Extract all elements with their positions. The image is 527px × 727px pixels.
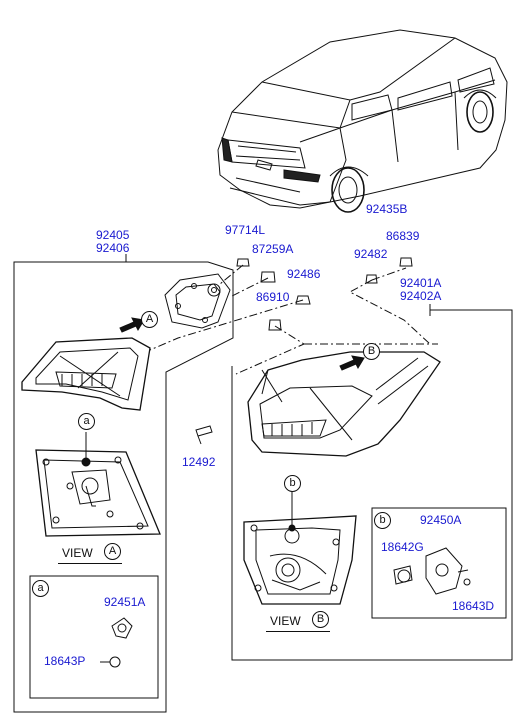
callout-B-arrow: B	[363, 343, 380, 360]
part-number-18643P[interactable]: 18643P	[44, 654, 86, 668]
part-number-86839[interactable]: 86839	[386, 229, 420, 243]
view-b-callout: B	[312, 611, 329, 628]
left-group-frame	[13, 254, 234, 713]
view-a-callout: A	[104, 543, 121, 560]
right-group-frame	[231, 304, 513, 661]
fasteners	[195, 257, 413, 445]
part-number-97714L[interactable]: 97714L	[225, 223, 266, 237]
arrow-a	[119, 317, 145, 333]
part-number-92435B[interactable]: 92435B	[366, 202, 408, 216]
view-b-text: VIEW	[270, 614, 301, 628]
part-number-92451A[interactable]: 92451A	[104, 595, 146, 609]
callout-A-arrow: A	[141, 311, 158, 328]
part-number-92486[interactable]: 92486	[287, 267, 321, 281]
detail-box-a	[29, 575, 159, 699]
view-b-label: VIEW	[270, 614, 301, 628]
inner-tail-lamp-left	[21, 337, 151, 411]
part-number-92406[interactable]: 92406	[96, 241, 130, 255]
part-number-18643D[interactable]: 18643D	[452, 599, 495, 613]
part-number-12492[interactable]: 12492	[182, 455, 216, 469]
part-number-92450A[interactable]: 92450A	[420, 513, 462, 527]
vehicle-illustration	[217, 29, 508, 213]
view-a-text: VIEW	[62, 546, 93, 560]
outer-lamp-back-view	[243, 490, 357, 605]
part-number-92405[interactable]: 92405	[96, 228, 130, 242]
view-a-underline	[58, 563, 122, 564]
outer-tail-lamp-right	[247, 351, 441, 457]
arrow-b	[339, 355, 365, 371]
view-b-underline	[266, 631, 330, 632]
callout-b-box: b	[374, 512, 391, 529]
part-number-18642G[interactable]: 18642G	[381, 540, 424, 554]
gasket-plate	[164, 273, 231, 329]
part-number-92402A[interactable]: 92402A	[400, 289, 442, 303]
callout-b-lamp: b	[284, 475, 301, 492]
part-number-92401A[interactable]: 92401A	[400, 276, 442, 290]
view-a-label: VIEW	[62, 546, 93, 560]
callout-a-box: a	[32, 580, 49, 597]
callout-a-lamp: a	[78, 413, 95, 430]
part-number-87259A[interactable]: 87259A	[252, 242, 294, 256]
detail-box-b	[371, 507, 507, 619]
part-number-86910[interactable]: 86910	[256, 290, 290, 304]
part-number-92482[interactable]: 92482	[354, 247, 388, 261]
inner-lamp-back-view	[35, 432, 161, 537]
